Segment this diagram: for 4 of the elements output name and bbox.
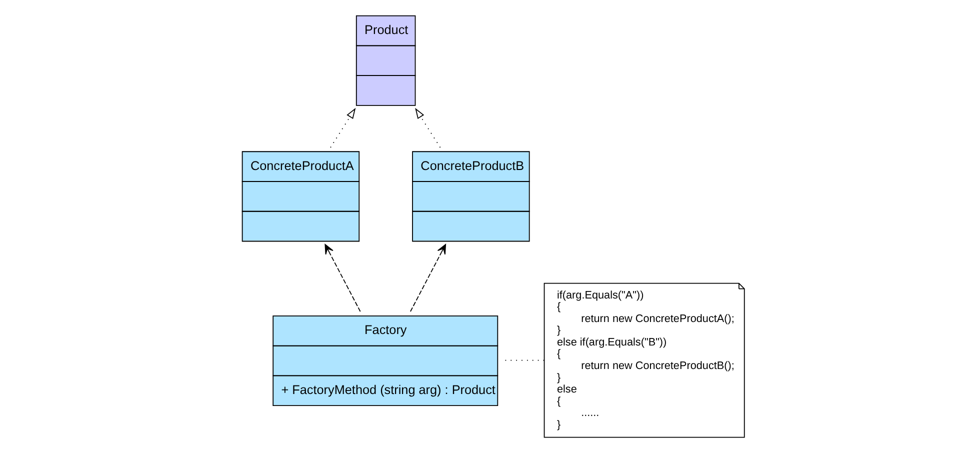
arrow [330,108,356,148]
arrow [415,108,441,148]
arrow [324,244,361,312]
arrow [410,244,446,312]
